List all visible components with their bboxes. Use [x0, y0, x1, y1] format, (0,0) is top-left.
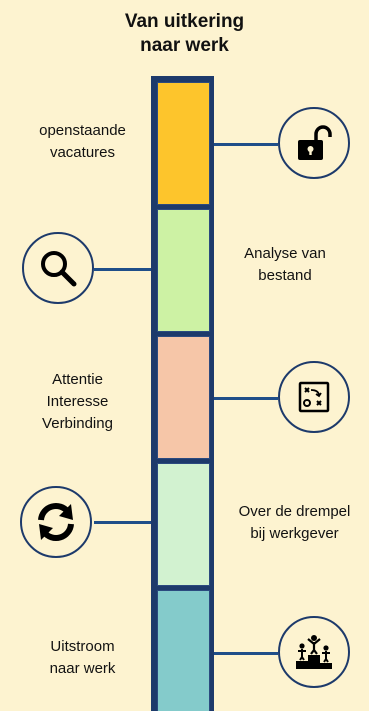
- connector-1: [214, 143, 278, 146]
- stage-label-4: Over de drempel bij werkgever: [238, 503, 351, 542]
- title-line-2: naar werk: [140, 35, 229, 56]
- unlock-icon-badge: [278, 107, 350, 179]
- stage-label-2: Analyse van bestand: [244, 245, 326, 284]
- podium-icon-badge: [278, 616, 350, 688]
- podium-icon: [296, 635, 332, 669]
- stage-label-3: Attentie Interesse Verbinding: [42, 371, 113, 432]
- refresh-icon-badge: [20, 486, 92, 558]
- diagram-title: Van uitkering naar werk: [0, 10, 369, 58]
- connector-3: [214, 397, 278, 400]
- stage-segment-threshold: [157, 463, 210, 586]
- stage-segment-attention: [157, 336, 210, 459]
- connector-4: [94, 521, 151, 524]
- stage-label-5: Uitstroom naar werk: [49, 638, 116, 677]
- title-line-1: Van uitkering: [124, 11, 245, 32]
- search-icon-badge: [22, 232, 94, 304]
- strategy-icon-badge: [278, 361, 350, 433]
- stage-label-1: openstaande vacatures: [39, 122, 126, 161]
- stage-segment-open-vacancies: [157, 82, 210, 205]
- stage-segment-analysis: [157, 209, 210, 332]
- search-icon: [41, 251, 77, 287]
- stage-segment-outflow: [157, 590, 210, 711]
- connector-5: [214, 652, 278, 655]
- refresh-icon: [38, 503, 74, 541]
- connector-2: [94, 268, 151, 271]
- unlock-icon: [298, 125, 332, 160]
- strategy-icon: [298, 381, 330, 413]
